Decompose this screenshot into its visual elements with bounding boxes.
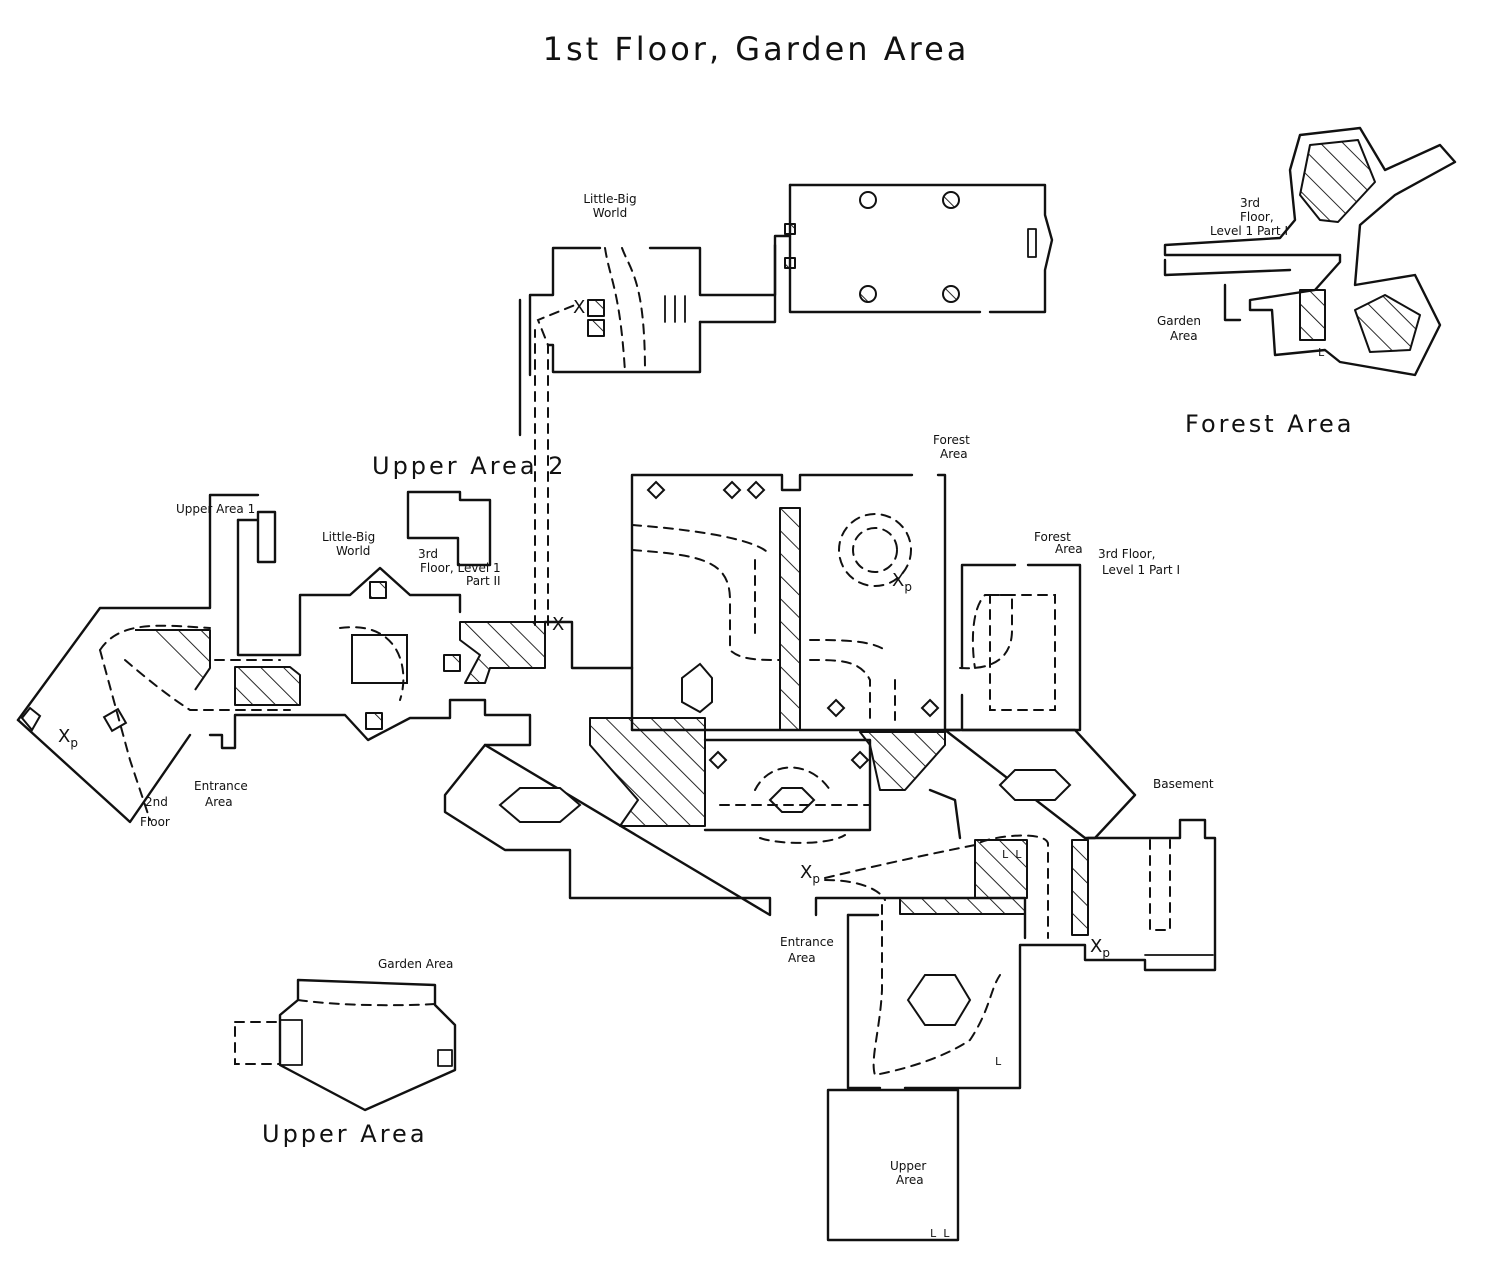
xp-marker-left: Xp [58, 726, 78, 750]
label-3rd-floor-part2-2: Floor, Level 1 [420, 561, 501, 575]
label-forest-garden-2: Area [1170, 329, 1198, 343]
label-entrance-left: Entrance [194, 779, 248, 793]
x-marker-top: X [573, 297, 585, 318]
central-rooms [630, 473, 962, 732]
label-forest-area-right: Forest [1034, 530, 1071, 544]
left-wing [16, 493, 634, 824]
ladder-marker-bottom: L L [930, 1227, 950, 1240]
label-3rd-floor-part2-3: Part II [466, 574, 501, 588]
label-3rd-floor-part1-2: Level 1 Part I [1102, 563, 1180, 577]
corridor-path [536, 304, 576, 626]
label-garden-area-inset: Garden Area [378, 957, 453, 971]
label-entrance-bottom: Entrance [780, 935, 834, 949]
label-forest-3rd: 3rd [1240, 196, 1260, 210]
label-upper-area-1: Upper Area 1 [176, 502, 255, 516]
label-2nd-floor: 2nd [145, 795, 168, 809]
label-upper-area-2: Upper Area 2 [372, 452, 566, 480]
label-3rd-floor-part2: 3rd [418, 547, 438, 561]
label-forest-garden: Garden [1157, 314, 1201, 328]
label-forest-3rd-3: Level 1 Part I [1210, 224, 1288, 238]
x-marker-corridor: X [552, 614, 564, 635]
label-2nd-floor-2: Floor [140, 815, 170, 829]
label-upper-area: Upper Area [262, 1120, 428, 1148]
top-small-room [518, 234, 792, 437]
map-title: 1st Floor, Garden Area [543, 30, 970, 68]
right-upper-room [959, 563, 1082, 732]
label-entrance-left-2: Area [205, 795, 233, 809]
label-little-big-world-left: Little-Big [322, 530, 375, 544]
basement-section [903, 818, 1217, 1090]
label-little-big-world-top: Little-Big [583, 192, 636, 206]
label-forest-area-top: Forest [933, 433, 970, 447]
label-upper-area-room-2: Area [896, 1173, 924, 1187]
label-entrance-bottom-2: Area [788, 951, 816, 965]
label-little-big-world-top-2: World [593, 206, 627, 220]
label-upper-area-room: Upper [890, 1159, 926, 1173]
top-large-room [784, 183, 1054, 314]
ladder-marker-lower: L L [1002, 848, 1022, 861]
upper-area-inset [234, 978, 457, 1112]
ladder-marker-room: L [995, 1055, 1002, 1068]
lower-square-room [826, 904, 1001, 1242]
xp-marker-lower: Xp [800, 862, 820, 886]
upper-area-2-room [406, 490, 492, 567]
xp-marker-right: Xp [1090, 936, 1110, 960]
label-basement: Basement [1153, 777, 1214, 791]
label-3rd-floor-part1: 3rd Floor, [1098, 547, 1155, 561]
xp-marker-center: Xp [892, 570, 912, 594]
forest-area-inset [1163, 126, 1457, 377]
lower-central-halls [443, 717, 1137, 940]
label-forest-area-top-2: Area [940, 447, 968, 461]
label-forest-3rd-2: Floor, [1240, 210, 1274, 224]
ladder-marker-forest: L [1318, 346, 1325, 359]
label-little-big-world-left-2: World [336, 544, 370, 558]
label-forest-area-right-2: Area [1055, 542, 1083, 556]
label-forest-area: Forest Area [1185, 410, 1355, 438]
